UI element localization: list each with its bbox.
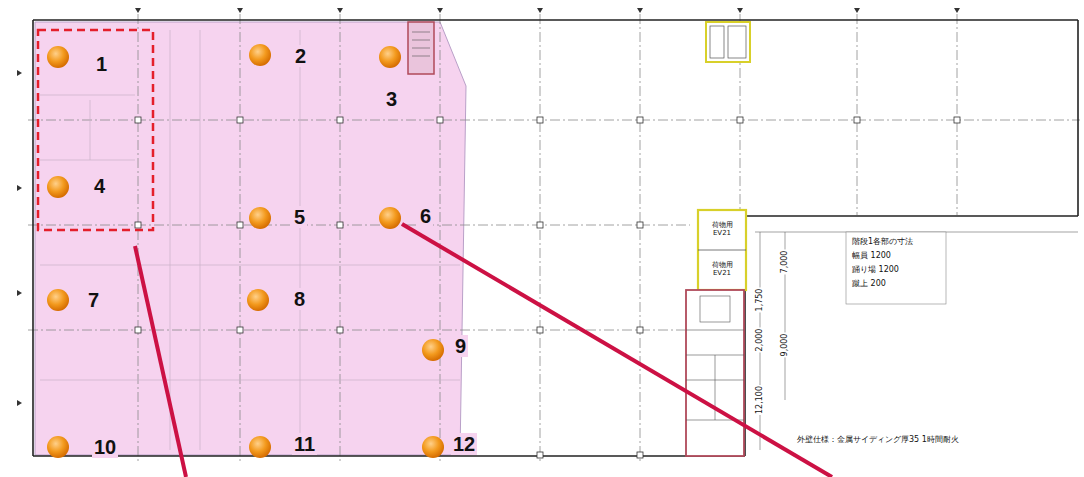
note-text: 外壁仕様：金属サイディング厚35 1時間耐火	[796, 436, 960, 445]
stair-steps	[412, 32, 430, 56]
callout-number: 5	[292, 206, 307, 228]
callout-number: 9	[453, 335, 468, 357]
stair-toilet-area	[686, 290, 744, 456]
location-dots	[47, 44, 444, 458]
callout-number: 3	[384, 88, 399, 110]
callout-number: 4	[92, 175, 107, 197]
stair-box	[408, 22, 434, 74]
elevator-box	[706, 22, 750, 62]
callout-number: 2	[293, 45, 308, 67]
callout-number: 11	[292, 433, 317, 455]
stair-table	[846, 232, 946, 304]
dimension: 2,000	[756, 328, 765, 353]
callout-number: 7	[86, 289, 101, 311]
dimension: 9,000	[781, 333, 790, 358]
callout-number: 1	[94, 53, 109, 75]
callout-number: 10	[92, 436, 118, 458]
dimension: 7,000	[781, 250, 790, 275]
elevator-label: 荷物用 EV21	[701, 262, 743, 277]
table-heading: 階段1各部の寸法	[851, 238, 914, 247]
callout-number: 6	[418, 205, 433, 227]
elevator-box	[698, 210, 746, 290]
dimension: 1,750	[756, 288, 765, 313]
dimension-lines	[755, 232, 1078, 450]
highlight-area	[35, 22, 466, 455]
elevator-car	[728, 26, 746, 58]
leader-line	[135, 246, 186, 477]
elevator-car	[710, 26, 724, 58]
dashed-region	[38, 30, 153, 230]
table-cell: 幅員 1200	[851, 252, 892, 261]
grid-lines	[28, 14, 1080, 462]
callout-number: 12	[451, 433, 477, 455]
elevator-label: 荷物用 EV21	[701, 222, 743, 237]
column-markers	[135, 117, 960, 458]
table-cell: 踊り場 1200	[851, 266, 900, 275]
elevator-divider	[698, 250, 746, 251]
table-cell: 蹴上 200	[851, 280, 887, 289]
callout-number: 8	[292, 288, 307, 310]
room-lines	[686, 296, 744, 420]
interior-lines	[40, 30, 460, 450]
leader-line	[402, 224, 832, 477]
dimension: 12,100	[756, 385, 765, 415]
outer-wall	[33, 20, 1078, 456]
